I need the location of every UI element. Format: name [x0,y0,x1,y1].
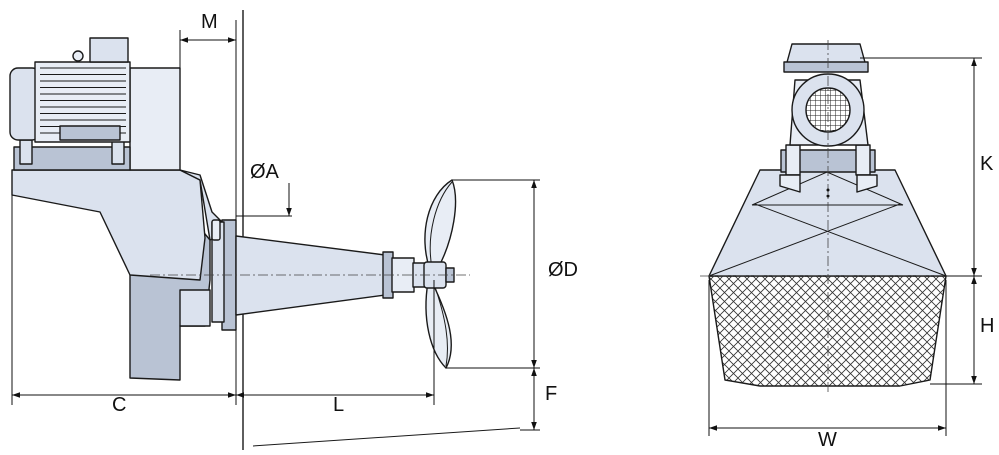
propeller-blade-upper [424,179,457,273]
propeller-blade-upper-inner [429,181,453,269]
label-a: ØA [250,161,280,183]
mounting-bracket [11,169,206,281]
side-view-dimensions: M ØA ØD F C L [11,11,578,431]
motor-foot-right [111,139,125,165]
hood-brace-a [708,203,901,277]
frame-foot [179,289,211,327]
motor-baseplate [13,146,131,171]
label-l: L [333,394,344,416]
cage-hood [708,169,947,277]
motor-feet [59,125,121,141]
label-h: H [980,315,994,337]
hood-brace-b [754,203,947,277]
propeller-blade-lower-inner [433,283,448,367]
propeller-blade-lower [425,281,452,369]
motor-terminal-box [89,37,129,63]
label-c: C [112,394,126,416]
label-f: F [545,383,557,405]
label-k: K [980,153,994,175]
bracket-lug-left [779,174,801,193]
front-terminal-lid [783,61,869,73]
front-foot-left [785,144,801,176]
label-d: ØD [548,259,578,281]
front-view [700,40,955,395]
lifting-eye [72,50,84,62]
motor-foot-left [19,139,33,165]
gearbox-housing [129,67,181,171]
front-view-dimensions: K H W [708,57,994,451]
label-m: M [201,11,218,33]
side-view [9,10,521,450]
bracket-lug-right [856,174,878,193]
label-w: W [818,429,837,450]
front-foot-right [855,144,871,176]
tank-floor [252,427,521,447]
anchor-bolt [211,219,221,241]
shaft-tube [235,235,386,316]
protective-cage-mesh [708,275,947,387]
